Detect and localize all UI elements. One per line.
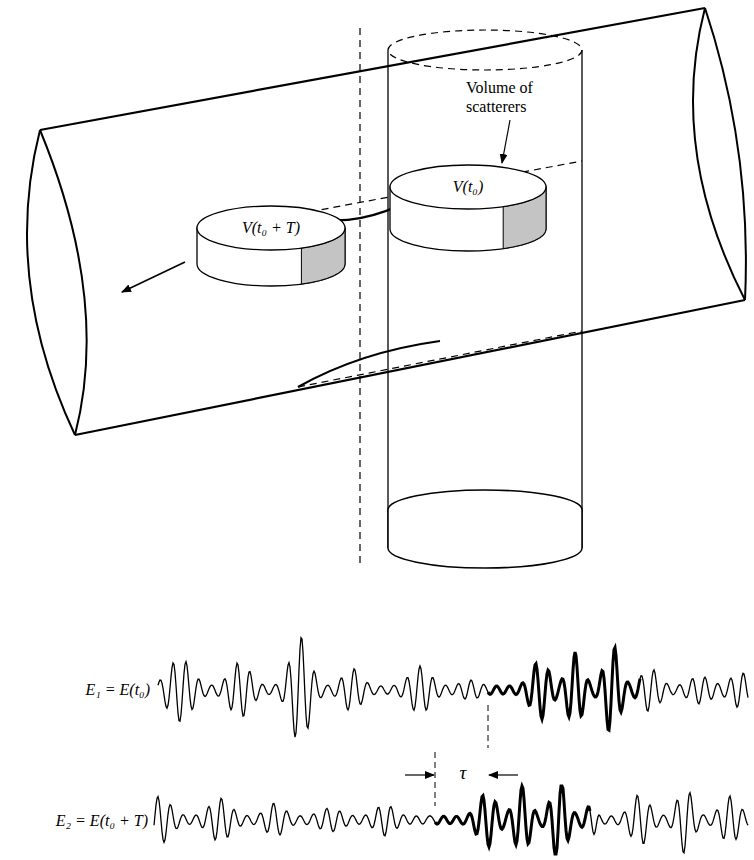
scatterer-volume: V(t₀ + T) xyxy=(195,204,347,288)
beam-axis xyxy=(359,28,360,568)
disk-shape xyxy=(195,204,347,288)
vessel-end xyxy=(40,130,87,435)
beam-wall-intersection xyxy=(298,331,582,387)
leader-line xyxy=(502,120,510,163)
signal-name: E₁ = E(t₀) xyxy=(8,680,150,699)
echo-waveform xyxy=(154,786,748,854)
vessel-end xyxy=(705,8,746,300)
beam-bottom-side xyxy=(388,510,582,568)
volume-label: V(t₀) xyxy=(388,177,548,197)
beam-wall xyxy=(387,50,388,548)
delay-line xyxy=(435,752,436,806)
vessel-end xyxy=(693,8,745,300)
echo-segment-bold xyxy=(435,786,590,854)
beam-wall-intersection xyxy=(298,341,440,387)
vessel-wall xyxy=(40,8,705,130)
scatterer-volume: V(t₀) xyxy=(388,163,548,253)
vessel-wall xyxy=(75,300,745,435)
vessel-end xyxy=(27,130,75,435)
echo-segment-bold xyxy=(488,648,640,730)
blood-vessel xyxy=(27,8,746,435)
volume-label: V(t₀ + T) xyxy=(195,218,347,238)
disk-shape xyxy=(388,163,548,253)
beam-wall xyxy=(581,50,582,548)
tau-marker xyxy=(405,705,518,806)
flow-arrow xyxy=(122,262,185,292)
delay-arrow xyxy=(405,774,434,775)
delay-line xyxy=(488,705,489,748)
delay-symbol: τ xyxy=(446,763,480,782)
callout-label: Volume of scatterers xyxy=(466,78,574,116)
delay-arrow xyxy=(489,774,518,775)
echo-signals xyxy=(154,638,748,854)
ultrasound-beam xyxy=(360,28,582,568)
signal-name: E₂ = E(t₀ + T) xyxy=(4,811,148,830)
echo-waveform xyxy=(158,638,748,738)
